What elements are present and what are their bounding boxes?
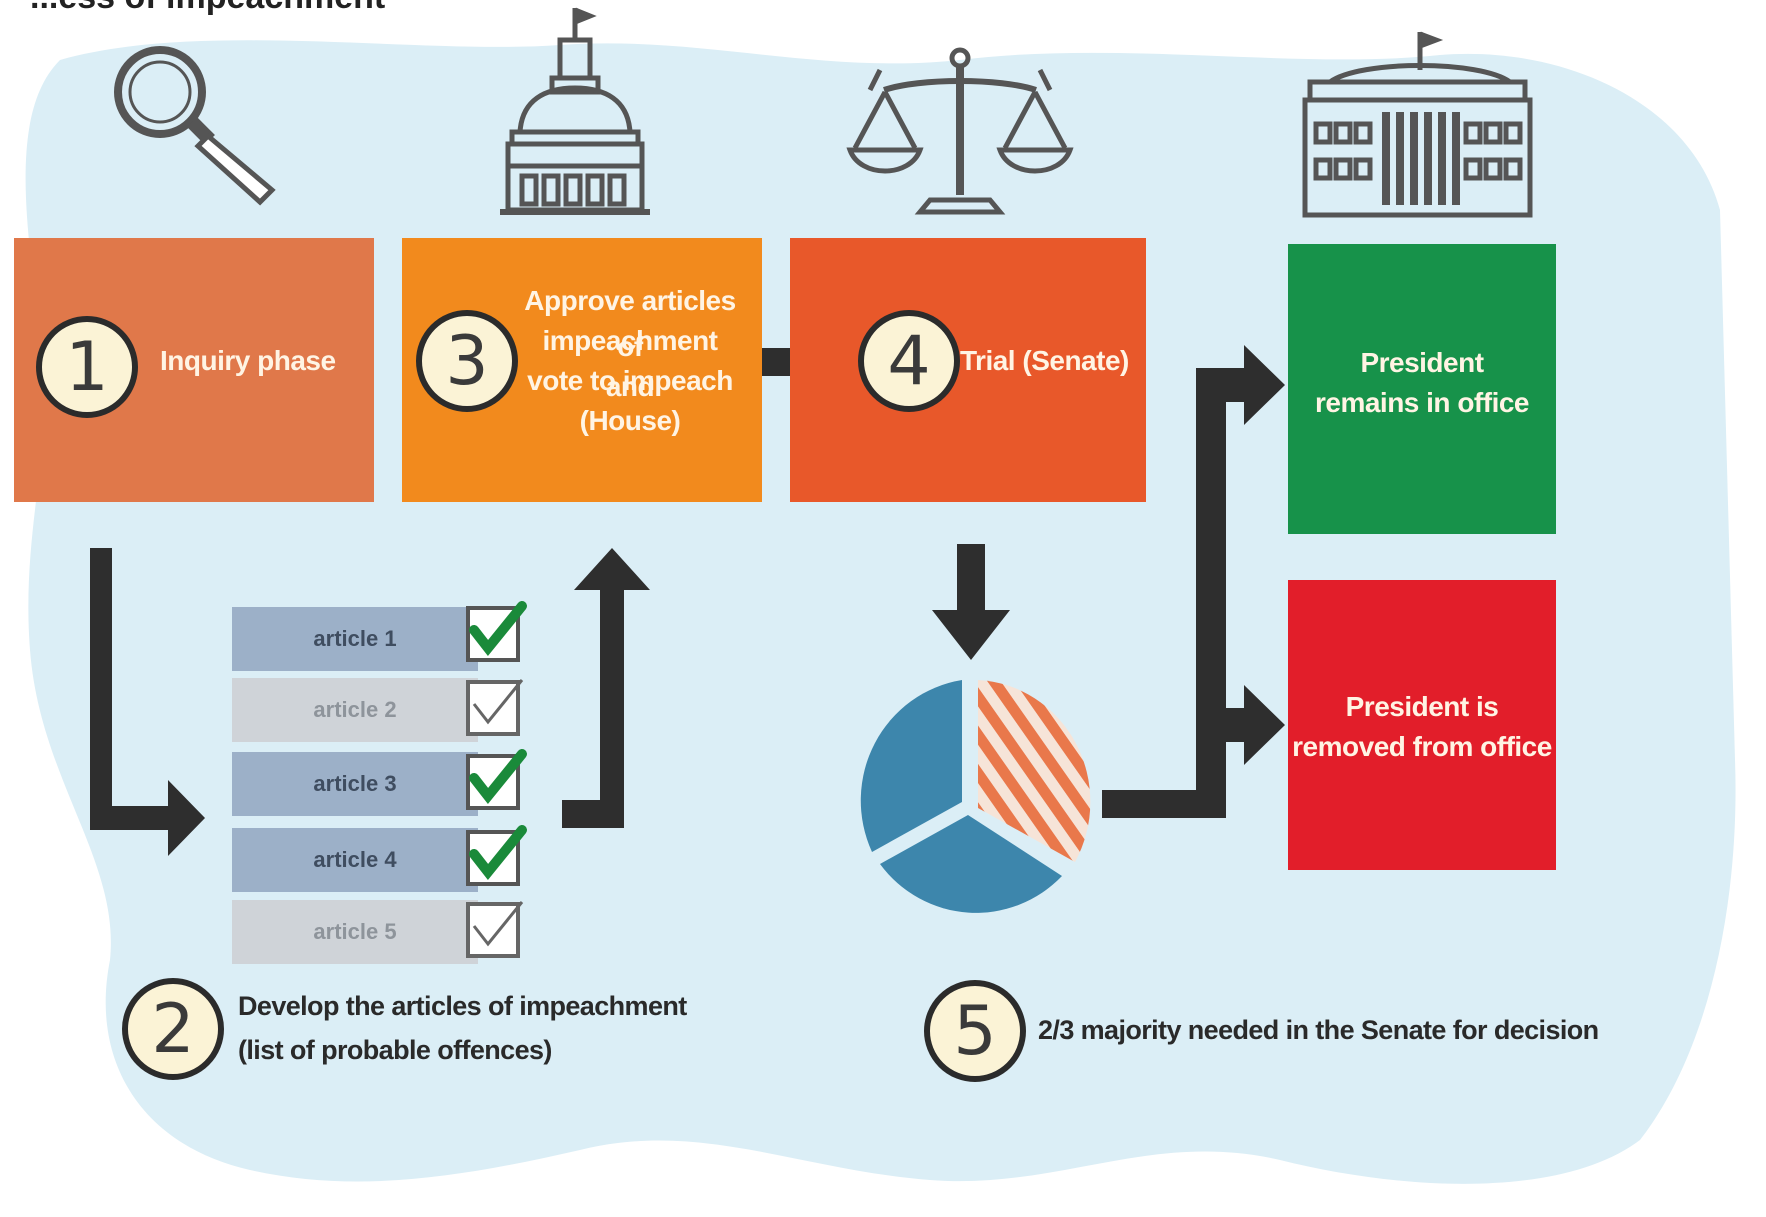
step3-number: 3	[416, 310, 518, 412]
pie-slice-hatched	[978, 680, 1091, 862]
step5-caption: 2/3 majority needed in the Senate for de…	[1038, 1015, 1599, 1045]
article-3-checkbox-checked	[466, 749, 527, 810]
title-fragment: ...ess of impeachment	[30, 0, 385, 17]
article-5-checkbox-empty	[466, 901, 524, 958]
outcome-remains-box: President remains in office	[1288, 244, 1556, 534]
capitol-dome-icon	[500, 7, 650, 215]
arrow-step4-to-step5	[932, 544, 1010, 660]
outcome-removed-line2: removed from office	[1292, 731, 1552, 762]
step2-number: 2	[122, 978, 224, 1080]
step3-label-line1: Approve articles of	[524, 285, 736, 362]
white-house-icon	[1302, 31, 1533, 218]
article-2-bar: article 2	[232, 678, 478, 742]
pie-slice-bottom	[880, 815, 1062, 913]
arrow-step5-to-outcomes	[1102, 345, 1285, 818]
magnifying-glass-icon	[114, 46, 276, 206]
article-3-bar: article 3	[232, 752, 478, 816]
article-4-checkbox-checked	[466, 825, 527, 886]
pie-slice-left	[860, 680, 962, 852]
article-2-checkbox-empty	[466, 679, 524, 736]
step1-label: Inquiry phase	[160, 345, 336, 376]
step3-label-line3: vote to impeach	[527, 365, 733, 396]
step1-number: 1	[36, 316, 138, 418]
step4-box: Trial (Senate)	[790, 238, 1146, 502]
arrow-step1-to-step2	[90, 548, 205, 856]
step5-number: 5	[924, 980, 1026, 1082]
outcome-removed-box: President is removed from office	[1288, 580, 1556, 870]
step2-caption-line1: Develop the articles of impeachment	[238, 991, 687, 1021]
article-5-bar: article 5	[232, 900, 478, 964]
step3-label-line4: (House)	[579, 405, 681, 436]
article-1-bar: article 1	[232, 607, 478, 671]
step3-label-line2: impeachment and	[542, 325, 719, 402]
arrow-step2-to-step3	[562, 548, 650, 828]
step2-caption-line2: (list of probable offences)	[238, 1035, 552, 1065]
article-1-checkbox-checked	[466, 601, 527, 662]
step4-label: Trial (Senate)	[960, 345, 1129, 376]
scales-of-justice-icon	[846, 47, 1074, 215]
pie-chart-icon	[860, 680, 1091, 913]
outcome-remains-line2: remains in office	[1314, 387, 1530, 418]
step4-number: 4	[858, 310, 960, 412]
outcome-remains-line1: President	[1360, 347, 1484, 378]
outcome-removed-line1: President is	[1345, 691, 1499, 722]
article-4-bar: article 4	[232, 828, 478, 892]
